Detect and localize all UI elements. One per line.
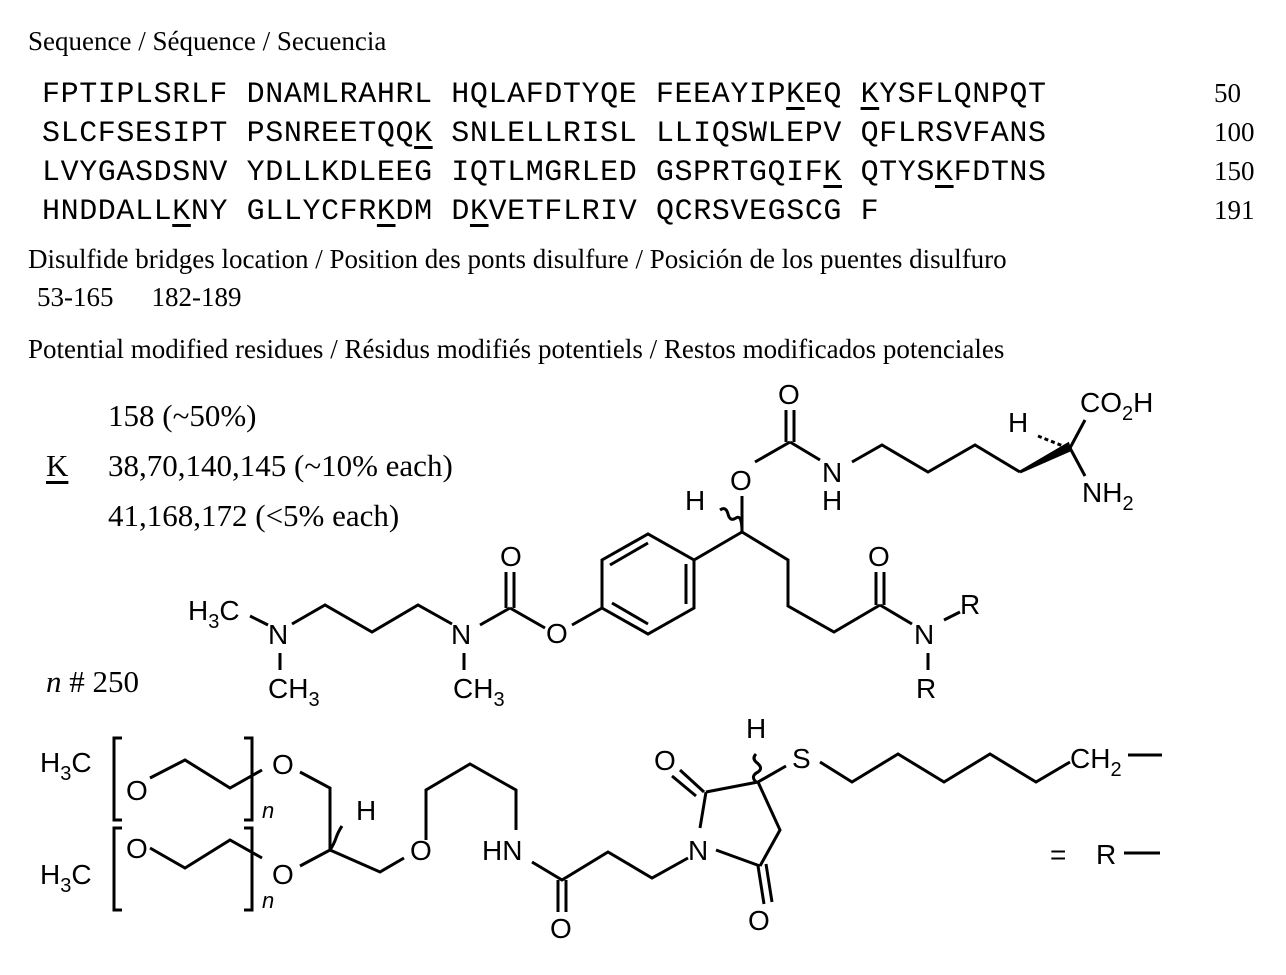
sequence-row-3-end: 150: [1214, 156, 1255, 186]
svg-text:O: O: [272, 749, 294, 780]
svg-text:CH3: CH3: [453, 673, 505, 711]
svg-text:O: O: [748, 905, 770, 936]
svg-text:H3C: H3C: [188, 595, 240, 633]
svg-text:S: S: [792, 743, 811, 774]
svg-text:CH2: CH2: [1070, 743, 1122, 781]
svg-text:CH3: CH3: [268, 673, 320, 711]
svg-text:H3C: H3C: [40, 747, 92, 785]
upper-structure: H3C N CH3 N CH3 O O H O O N H: [188, 379, 1153, 711]
bridge-1: 53-165: [37, 282, 114, 312]
svg-text:O: O: [410, 835, 432, 866]
svg-text:H3C: H3C: [40, 859, 92, 897]
svg-text:O: O: [778, 379, 800, 410]
svg-text:H: H: [685, 485, 705, 516]
residue-k: K: [46, 448, 69, 483]
svg-text:N: N: [451, 619, 471, 650]
modified-residues-heading: Potential modified residues / Résidus mo…: [28, 334, 1005, 364]
modified-line-2: 38,70,140,145 (~10% each): [108, 448, 453, 483]
sequence-row-1-end: 50: [1214, 78, 1241, 108]
sequence-row-4-end: 191: [1214, 195, 1255, 225]
svg-text:N: N: [914, 619, 934, 650]
sequence-row-4: HNDDALLKNY GLLYCFRKDM DKVETFLRIV QCRSVEG…: [42, 195, 880, 229]
svg-text:O: O: [730, 465, 752, 496]
svg-text:R: R: [960, 589, 980, 620]
svg-text:=: =: [1050, 839, 1066, 870]
modified-line-1: 158 (~50%): [108, 398, 257, 433]
svg-text:O: O: [272, 859, 294, 890]
svg-text:R: R: [916, 673, 936, 704]
lower-structure: H3C H3C O O O O n n H O HN O N O H S: [40, 713, 1162, 944]
sequence-heading: Sequence / Séquence / Secuencia: [28, 26, 387, 56]
svg-text:O: O: [126, 775, 148, 806]
svg-text:N: N: [268, 619, 288, 650]
svg-text:O: O: [550, 913, 572, 944]
svg-text:HN: HN: [482, 835, 522, 866]
sequence-row-2-end: 100: [1214, 117, 1255, 147]
svg-text:N: N: [822, 457, 842, 488]
svg-text:O: O: [546, 618, 568, 649]
svg-text:H: H: [822, 485, 842, 516]
svg-text:O: O: [126, 833, 148, 864]
n-value-label: n # 250: [46, 664, 139, 699]
modified-line-3: 41,168,172 (<5% each): [108, 498, 400, 533]
svg-text:H: H: [746, 713, 766, 744]
svg-text:CO2H: CO2H: [1080, 387, 1153, 425]
svg-text:H: H: [1008, 407, 1028, 438]
disulfide-bridges: 53-165 182-189: [37, 282, 242, 313]
svg-text:N: N: [688, 835, 708, 866]
bridge-2: 182-189: [151, 282, 242, 312]
svg-text:O: O: [654, 745, 676, 776]
svg-text:n: n: [262, 888, 274, 913]
disulfide-heading: Disulfide bridges location / Position de…: [28, 244, 1007, 274]
sequence-row-2: SLCFSESIPT PSNREETQQK SNLELLRISL LLIQSWL…: [42, 117, 1047, 151]
svg-text:O: O: [500, 541, 522, 572]
svg-text:NH2: NH2: [1082, 477, 1134, 515]
svg-text:n: n: [262, 798, 274, 823]
sequence-row-1: FPTIPLSRLF DNAMLRAHRL HQLAFDTYQE FEEAYIP…: [42, 78, 1047, 112]
sequence-row-3: LVYGASDSNV YDLLKDLEEG IQTLMGRLED GSPRTGQ…: [42, 156, 1047, 190]
svg-text:R: R: [1096, 839, 1116, 870]
svg-text:O: O: [868, 541, 890, 572]
svg-text:H: H: [356, 795, 376, 826]
